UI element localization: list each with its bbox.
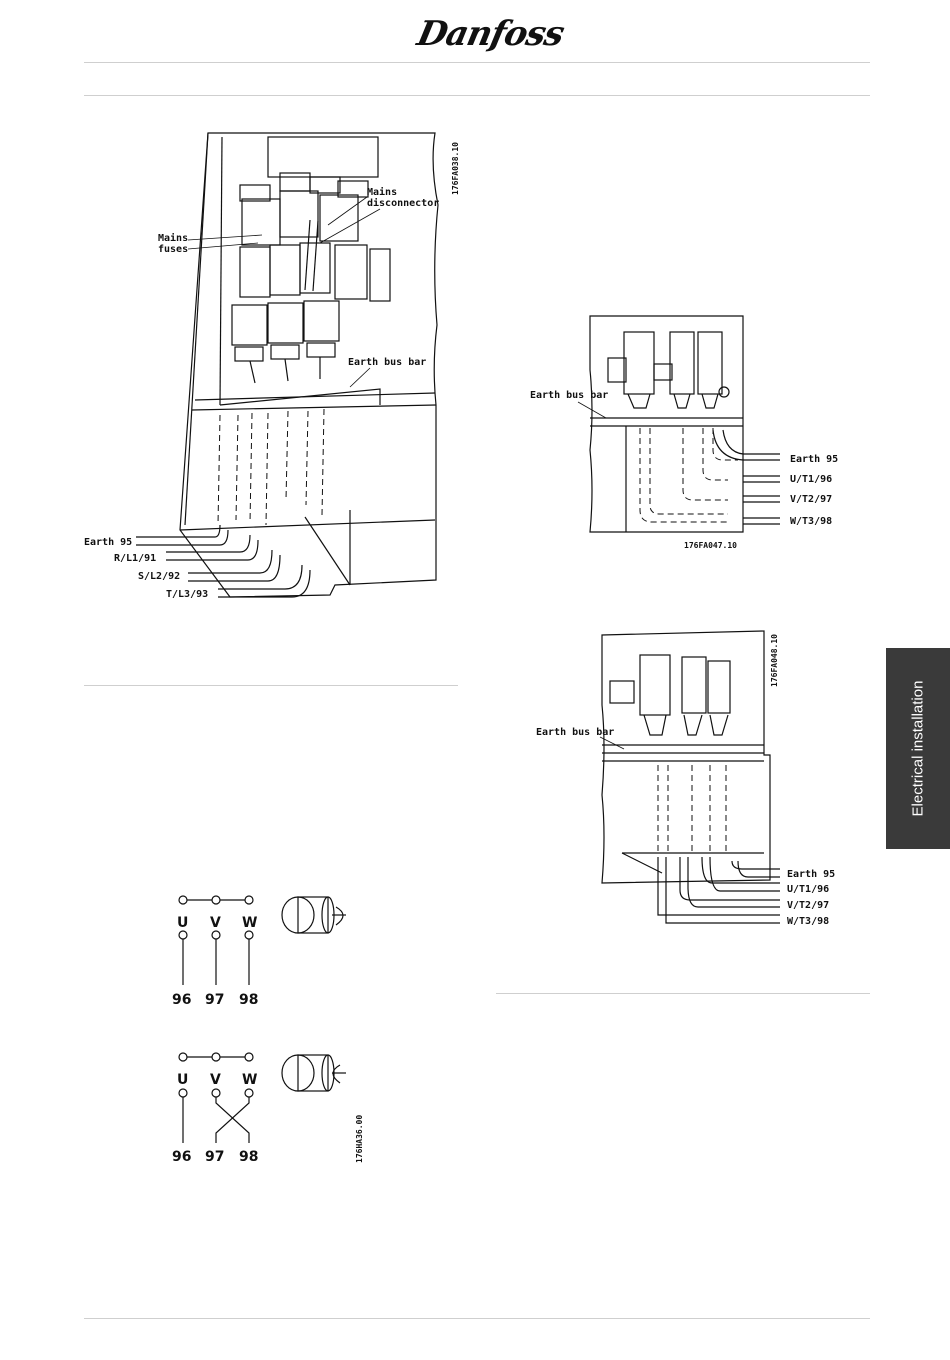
motor-a-terminal-v-t2-97: V/T2/97: [790, 494, 832, 505]
label-earth-bus-bar: Earth bus bar: [348, 357, 426, 368]
chapter-tab-label: Electrical installation: [910, 681, 927, 817]
letter-w-top: W: [242, 915, 257, 931]
letter-v-top: V: [210, 915, 221, 931]
motor-rotation-diagram: U V W 96 97 98 U V W 96 97 98 176HA36.00: [160, 885, 380, 1170]
number-98-bottom: 98: [239, 1149, 258, 1165]
motor-b-earth-bus-bar: Earth bus bar: [536, 727, 614, 738]
motor-b-terminal-earth-95: Earth 95: [787, 869, 835, 880]
section-rule-right: [496, 993, 870, 994]
number-97-bottom: 97: [205, 1149, 224, 1165]
motor-b-terminal-w-t3-98: W/T3/98: [787, 916, 829, 927]
number-98-top: 98: [239, 992, 258, 1008]
label-mains-fuses-1: Mains: [158, 232, 188, 244]
header-rule-bottom: [84, 95, 870, 96]
terminal-earth-95: Earth 95: [84, 537, 132, 548]
letter-v-bottom: V: [210, 1072, 221, 1088]
chapter-tab[interactable]: Electrical installation: [886, 648, 950, 849]
motor-a-terminal-w-t3-98: W/T3/98: [790, 516, 832, 527]
figure-code-rotation: 176HA36.00: [355, 1115, 364, 1163]
motor-b-terminal-v-t2-97: V/T2/97: [787, 900, 829, 911]
terminal-t-l3-93: T/L3/93: [166, 589, 208, 600]
label-mains-disconnector-1: Mains: [367, 186, 397, 198]
motor-a-terminal-earth-95: Earth 95: [790, 454, 838, 465]
figure-code-motor-b: 176FA048.10: [770, 634, 779, 687]
motor-a-earth-bus-bar: Earth bus bar: [530, 390, 608, 401]
section-rule-left: [84, 685, 458, 686]
terminal-s-l2-92: S/L2/92: [138, 571, 180, 582]
label-mains-fuses-2: fuses: [158, 244, 188, 255]
motor-icon-reversed: [282, 1055, 346, 1091]
motor-connection-diagram-a: Earth bus bar Earth 95 U/T1/96 V/T2/97 W…: [528, 310, 848, 555]
letter-u-bottom: U: [177, 1072, 188, 1088]
number-96-bottom: 96: [172, 1149, 191, 1165]
letter-u-top: U: [177, 915, 188, 931]
motor-connection-diagram-b: Earth bus bar Earth 95 U/T1/96 V/T2/97 W…: [532, 625, 850, 930]
number-97-top: 97: [205, 992, 224, 1008]
mains-connection-diagram: Mains disconnector Mains fuses Earth bus…: [80, 125, 470, 615]
motor-b-terminal-u-t1-96: U/T1/96: [787, 884, 829, 895]
letter-w-bottom: W: [242, 1072, 257, 1088]
figure-code-mains: 176FA038.10: [451, 142, 460, 195]
danfoss-logo: Danfoss: [414, 14, 567, 54]
label-mains-disconnector-2: disconnector: [367, 197, 439, 209]
header-rule-top: [84, 62, 870, 63]
terminal-r-l1-91: R/L1/91: [114, 553, 156, 564]
figure-code-motor-a: 176FA047.10: [684, 541, 737, 550]
number-96-top: 96: [172, 992, 191, 1008]
motor-a-terminal-u-t1-96: U/T1/96: [790, 474, 832, 485]
footer-rule: [84, 1318, 870, 1319]
motor-icon: [282, 897, 346, 933]
